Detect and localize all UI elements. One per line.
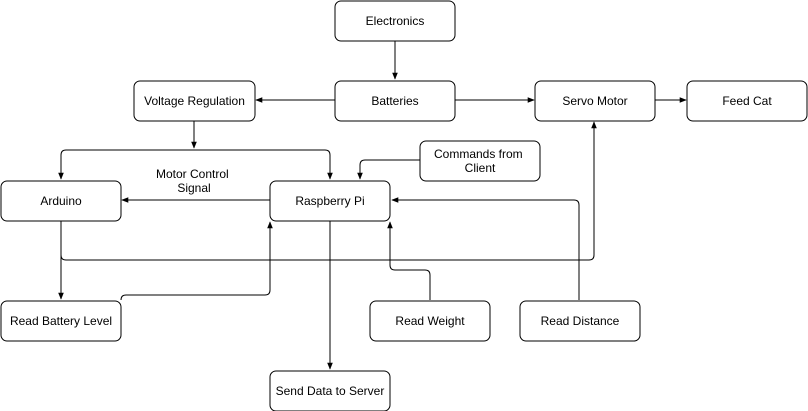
node-read-battery-level: Read Battery Level bbox=[0, 300, 122, 342]
node-label: Batteries bbox=[371, 94, 418, 108]
node-label: Feed Cat bbox=[722, 94, 772, 108]
node-commands-from-client: Commands from Client bbox=[419, 140, 541, 182]
edge-voltage-regulation-to-arduino bbox=[58, 149, 194, 180]
node-label: Send Data to Server bbox=[276, 384, 385, 398]
edge-read-weight-to-raspberry-pi bbox=[387, 221, 431, 300]
node-label: Read Distance bbox=[541, 314, 620, 328]
node-label: Commands from Client bbox=[434, 147, 526, 175]
node-batteries: Batteries bbox=[334, 80, 456, 122]
node-label: Read Battery Level bbox=[10, 314, 112, 328]
node-feed-cat: Feed Cat bbox=[686, 80, 808, 122]
edge-read-battery-level-to-raspberry-pi bbox=[120, 221, 273, 301]
node-electronics: Electronics bbox=[334, 0, 456, 42]
edge-commands-to-raspberry-pi bbox=[357, 159, 420, 180]
node-voltage-regulation: Voltage Regulation bbox=[133, 80, 256, 122]
node-label: Electronics bbox=[366, 14, 425, 28]
node-read-distance: Read Distance bbox=[519, 300, 641, 342]
edge-label-motor-control-signal: Motor Control Signal bbox=[156, 167, 232, 195]
node-send-data-to-server: Send Data to Server bbox=[269, 370, 391, 411]
edge-read-distance-to-raspberry-pi bbox=[391, 197, 580, 300]
node-servo-motor: Servo Motor bbox=[534, 80, 656, 122]
edge-voltage-regulation-to-raspberry-pi bbox=[194, 149, 333, 180]
node-label: Raspberry Pi bbox=[295, 194, 364, 208]
node-raspberry-pi: Raspberry Pi bbox=[269, 180, 391, 222]
node-arduino: Arduino bbox=[0, 180, 122, 222]
node-read-weight: Read Weight bbox=[369, 300, 491, 342]
node-label: Read Weight bbox=[395, 314, 465, 328]
node-label: Arduino bbox=[40, 194, 82, 208]
node-label: Servo Motor bbox=[562, 94, 627, 108]
node-label: Voltage Regulation bbox=[144, 94, 245, 108]
